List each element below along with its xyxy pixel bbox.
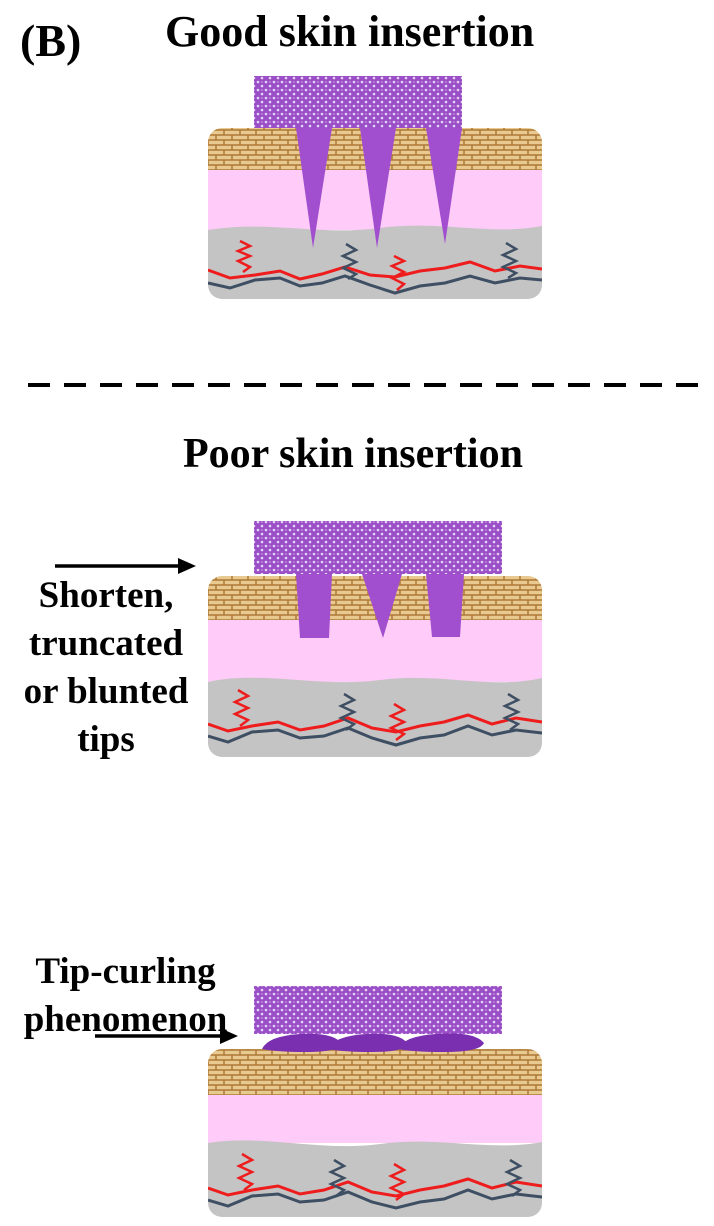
curled-microneedle-tip — [328, 1033, 408, 1052]
blunted-tips-label-line-3: or blunted — [23, 671, 189, 712]
nerve-coil — [340, 242, 359, 281]
epidermis-layer — [208, 1095, 542, 1143]
epidermis-layer — [208, 620, 542, 682]
blunted-tips-label-line-4: tips — [77, 719, 135, 760]
blood-vessel-line — [208, 260, 542, 281]
microneedle-patch-base — [254, 986, 502, 1034]
poor-insertion-title: Poor skin insertion — [183, 431, 523, 477]
blunted-tips-skin — [208, 521, 542, 757]
dermis-layer — [208, 677, 542, 757]
blunted-tips-arrow — [55, 558, 196, 574]
panel-label: (B) — [20, 15, 82, 66]
nerve-line — [208, 1188, 542, 1210]
tip-curling-arrow — [95, 1028, 238, 1044]
curled-microneedle-tip — [398, 1033, 484, 1052]
dermis-layer — [208, 225, 542, 299]
nerve-coil — [504, 1158, 523, 1197]
tip-curling-label: Tip-curling phenomenon — [8, 948, 243, 1044]
truncated-microneedle — [296, 574, 332, 638]
tip-curling-label-line-1: Tip-curling — [35, 951, 216, 992]
dermis-layer — [208, 1140, 542, 1217]
tip-curling-skin — [208, 986, 542, 1217]
microneedle — [296, 128, 332, 248]
microneedle-patch-base — [254, 521, 502, 574]
microneedle — [426, 128, 462, 244]
good-insertion-skin — [208, 76, 542, 299]
blood-vessel-line — [208, 1177, 542, 1198]
red-coil — [234, 239, 254, 274]
blunted-microneedle — [362, 574, 402, 638]
nerve-coil — [328, 1158, 347, 1197]
nerve-coil — [338, 692, 357, 731]
good-insertion-title: Good skin insertion — [165, 7, 535, 56]
stratum-corneum-layer — [208, 1049, 542, 1095]
nerve-coil — [500, 241, 519, 280]
blunted-tips-label-line-1: Shorten, — [38, 575, 174, 616]
curled-microneedle-tip — [262, 1033, 342, 1052]
nerve-line — [208, 724, 542, 747]
blunted-tips-label: Shorten, truncated or blunted tips — [6, 572, 206, 764]
truncated-microneedle — [426, 574, 464, 637]
red-coil — [232, 688, 251, 727]
blunted-tips-label-line-2: truncated — [28, 623, 184, 664]
red-coil — [388, 1162, 407, 1201]
nerve-line — [208, 274, 542, 295]
microneedle — [360, 128, 396, 248]
red-coil — [388, 702, 407, 741]
red-coil — [236, 1152, 255, 1191]
microneedle-patch-base — [254, 76, 462, 128]
red-coil — [388, 254, 408, 291]
blood-vessel-line — [208, 713, 542, 734]
tip-curling-label-line-2: phenomenon — [23, 999, 228, 1040]
nerve-coil — [502, 692, 521, 731]
